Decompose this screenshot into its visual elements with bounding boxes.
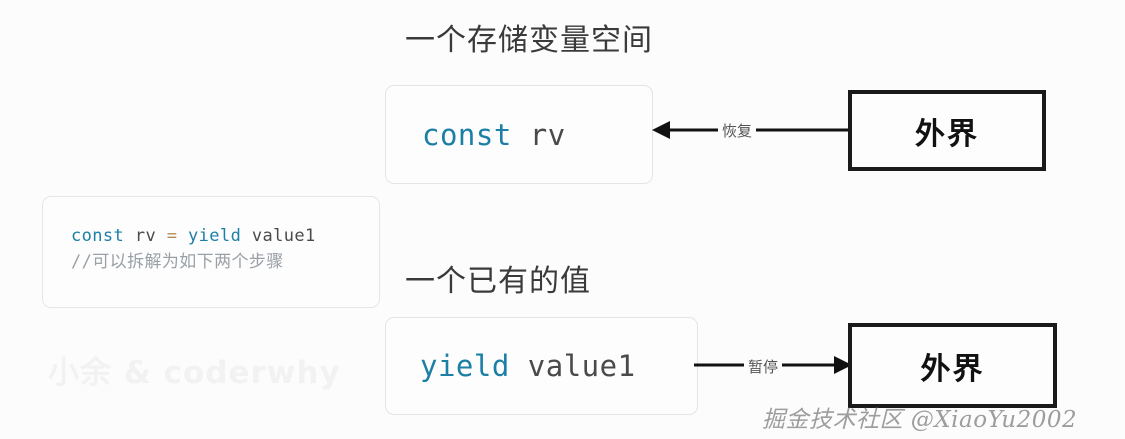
code-line-const: const rv (386, 118, 566, 152)
snippet-keyword-const: const (71, 226, 125, 246)
outer-box-lower-label: 外界 (920, 351, 985, 387)
snippet-identifier-rv: rv (134, 226, 157, 246)
code-card-const-rv: const rv (385, 85, 653, 184)
snippet-comment-line: //可以拆解为如下两个步骤 (71, 252, 284, 273)
watermark-faint: 小余 & coderwhy (48, 355, 341, 391)
connector-label-restore: 恢复 (718, 120, 757, 141)
code-identifier-rv: rv (512, 118, 566, 152)
code-keyword-const: const (422, 117, 512, 152)
lower-section-title: 一个已有的值 (405, 264, 591, 299)
outer-box-lower: 外界 (848, 323, 1057, 408)
watermark-credit: 掘金技术社区 @XiaoYu2002 (762, 407, 1078, 433)
snippet-operator-equals: = (166, 226, 178, 246)
code-identifier-value1-text: value1 (527, 349, 636, 383)
snippet-keyword-yield: yield (188, 226, 242, 246)
snippet-code-line: const rv = yield value1 (71, 223, 379, 249)
code-keyword-yield: yield (420, 349, 510, 383)
code-identifier-rv-text: rv (529, 117, 566, 152)
outer-box-upper-label: 外界 (915, 116, 979, 152)
snippet-identifier-value1: value1 (251, 226, 316, 246)
connector-label-pause: 暂停 (744, 356, 783, 377)
snippet-card: const rv = yield value1 //可以拆解为如下两个步骤 (42, 196, 380, 308)
code-line-yield: yield value1 (386, 349, 636, 383)
code-card-yield-value1: yield value1 (385, 317, 698, 415)
code-identifier-value1: value1 (510, 349, 636, 383)
outer-box-upper: 外界 (848, 90, 1046, 171)
upper-section-title: 一个存储变量空间 (405, 23, 653, 58)
